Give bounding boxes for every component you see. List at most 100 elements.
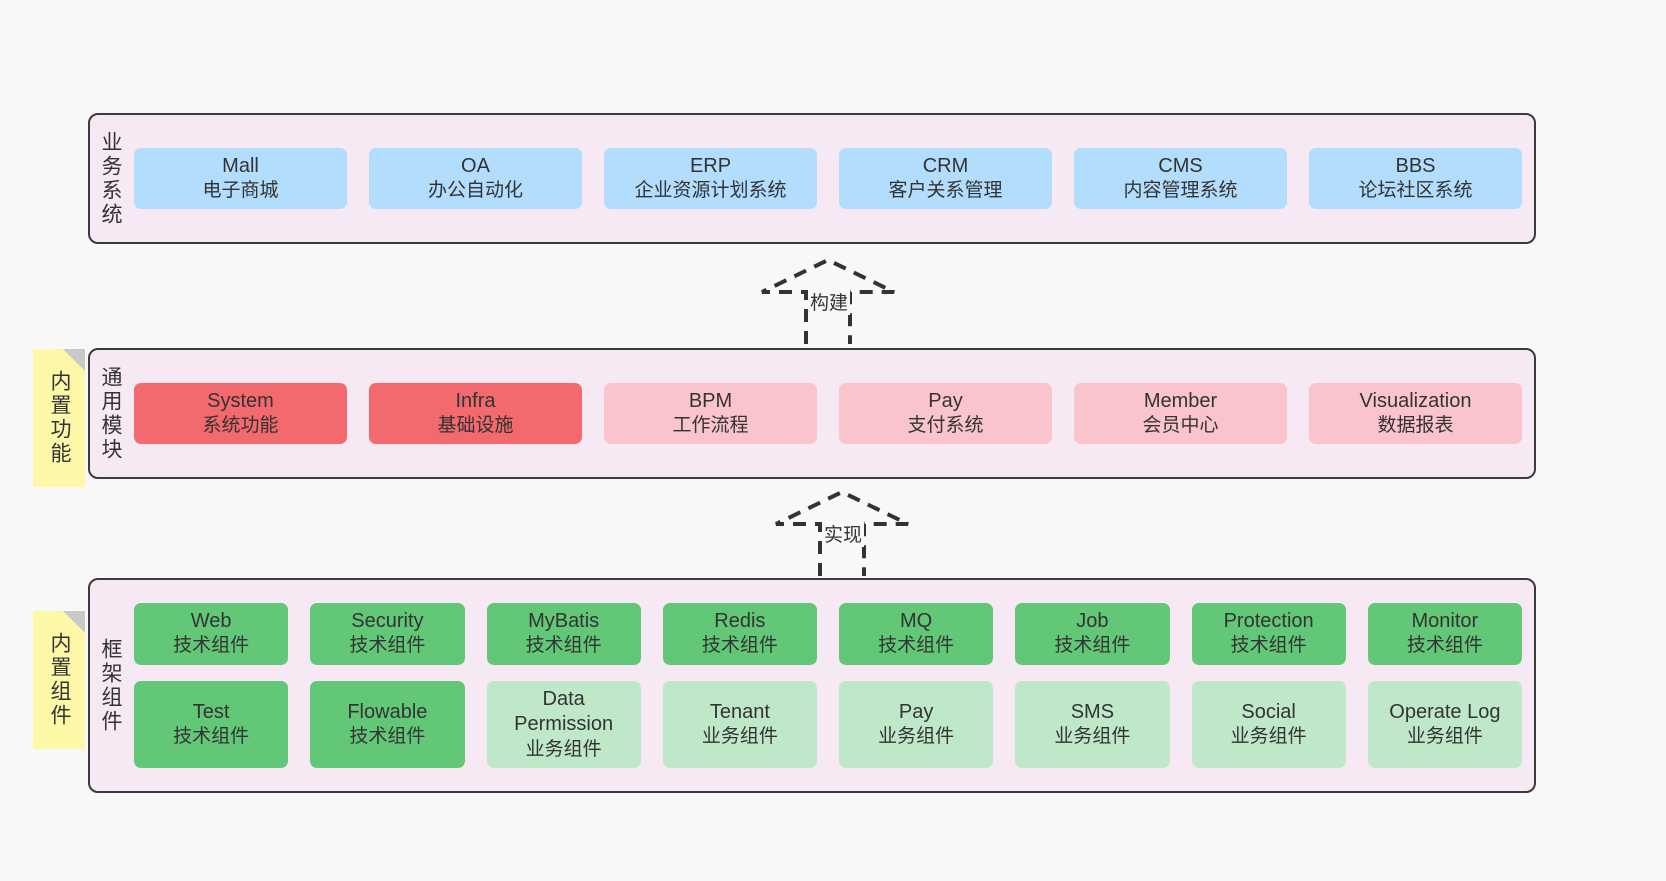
- node-subtitle: 技术组件: [173, 726, 250, 748]
- node-subtitle: 技术组件: [878, 635, 955, 657]
- connector-build: 构建: [756, 257, 900, 344]
- node-subtitle: 技术组件: [1406, 635, 1483, 657]
- node-oa[interactable]: OA 办公自动化: [369, 147, 582, 210]
- node-title: BPM: [688, 389, 733, 412]
- node-subtitle: 系统功能: [202, 415, 279, 437]
- connector-implement: 实现: [770, 489, 914, 576]
- node-subtitle: 论坛社区系统: [1358, 180, 1473, 202]
- node-subtitle: 基础设施: [437, 415, 514, 437]
- node-protection[interactable]: Protection 技术组件: [1191, 602, 1346, 665]
- node-title: Pay: [928, 389, 963, 412]
- node-mybatis[interactable]: MyBatis 技术组件: [486, 602, 641, 665]
- node-redis[interactable]: Redis 技术组件: [662, 602, 817, 665]
- node-title: Infra: [455, 389, 496, 412]
- node-title: ERP: [689, 154, 732, 177]
- layer-title-framework: 框架组件: [99, 637, 123, 734]
- node-subtitle: 客户关系管理: [888, 180, 1003, 202]
- node-tenant[interactable]: Tenant 业务组件: [662, 680, 817, 769]
- node-subtitle: 支付系统: [907, 415, 984, 437]
- node-subtitle: 业务组件: [1230, 726, 1307, 748]
- layer-title-business: 业务系统: [99, 130, 123, 227]
- node-title: OA: [461, 154, 490, 177]
- node-subtitle: 业务组件: [701, 726, 778, 748]
- node-title: System: [207, 389, 274, 412]
- node-visualization[interactable]: Visualization 数据报表: [1309, 382, 1522, 445]
- node-title: CRM: [922, 154, 969, 177]
- node-crm[interactable]: CRM 客户关系管理: [839, 147, 1052, 210]
- node-title: Mall: [222, 154, 259, 177]
- node-bpm[interactable]: BPM 工作流程: [604, 382, 817, 445]
- node-pay-component[interactable]: Pay 业务组件: [839, 680, 994, 769]
- node-subtitle: 技术组件: [1230, 635, 1307, 657]
- node-subtitle: 内容管理系统: [1123, 180, 1238, 202]
- node-subtitle: 技术组件: [173, 635, 250, 657]
- node-title: SMS: [1070, 700, 1115, 723]
- node-title: MQ: [900, 609, 933, 632]
- node-title: Tenant: [709, 700, 770, 723]
- node-subtitle: 工作流程: [672, 415, 749, 437]
- node-title: BBS: [1395, 154, 1436, 177]
- row: System 系统功能 Infra 基础设施 BPM 工作流程 Pay 支付系统…: [134, 382, 1522, 445]
- node-title: Protection: [1223, 609, 1314, 632]
- node-mq[interactable]: MQ 技术组件: [839, 602, 994, 665]
- node-bbs[interactable]: BBS 论坛社区系统: [1309, 147, 1522, 210]
- node-subtitle: 业务组件: [1406, 726, 1483, 748]
- node-data-permission[interactable]: Data Permission 业务组件: [486, 680, 641, 769]
- node-title: Monitor: [1411, 609, 1479, 632]
- note-label: 内置组件: [48, 632, 72, 728]
- node-title: Flowable: [347, 700, 428, 723]
- connector-implement-label: 实现: [822, 520, 865, 547]
- connector-build-label: 构建: [808, 288, 851, 315]
- node-title: Operate Log: [1389, 700, 1501, 723]
- node-social[interactable]: Social 业务组件: [1191, 680, 1346, 769]
- node-pay[interactable]: Pay 支付系统: [839, 382, 1052, 445]
- node-title: Member: [1143, 389, 1218, 412]
- node-subtitle: 电子商城: [202, 180, 279, 202]
- node-erp[interactable]: ERP 企业资源计划系统: [604, 147, 817, 210]
- node-infra[interactable]: Infra 基础设施: [369, 382, 582, 445]
- node-system[interactable]: System 系统功能: [134, 382, 347, 445]
- node-subtitle: 企业资源计划系统: [634, 180, 787, 202]
- node-title: Test: [192, 700, 230, 723]
- node-subtitle: 数据报表: [1377, 415, 1454, 437]
- node-web[interactable]: Web 技术组件: [134, 602, 289, 665]
- node-title: Visualization: [1359, 389, 1472, 412]
- node-title: MyBatis: [528, 609, 600, 632]
- note-builtin-component: 内置组件: [33, 611, 85, 749]
- node-test[interactable]: Test 技术组件: [134, 680, 289, 769]
- node-subtitle: 业务组件: [878, 726, 955, 748]
- note-label: 内置功能: [48, 370, 72, 466]
- node-flowable[interactable]: Flowable 技术组件: [310, 680, 465, 769]
- node-cms[interactable]: CMS 内容管理系统: [1074, 147, 1287, 210]
- node-subtitle: 技术组件: [1054, 635, 1131, 657]
- layer-body-modules: System 系统功能 Infra 基础设施 BPM 工作流程 Pay 支付系统…: [130, 350, 1534, 477]
- node-title: Redis: [714, 609, 766, 632]
- node-title: Pay: [898, 700, 934, 723]
- node-sms[interactable]: SMS 业务组件: [1015, 680, 1170, 769]
- node-title: Job: [1076, 609, 1109, 632]
- node-title: Security: [351, 609, 424, 632]
- node-job[interactable]: Job 技术组件: [1015, 602, 1170, 665]
- node-subtitle: 技术组件: [525, 635, 602, 657]
- node-subtitle: 技术组件: [349, 635, 426, 657]
- node-member[interactable]: Member 会员中心: [1074, 382, 1287, 445]
- node-monitor[interactable]: Monitor 技术组件: [1367, 602, 1522, 665]
- node-subtitle: 业务组件: [1054, 726, 1131, 748]
- node-mall[interactable]: Mall 电子商城: [134, 147, 347, 210]
- node-subtitle: 会员中心: [1142, 415, 1219, 437]
- node-operate-log[interactable]: Operate Log 业务组件: [1367, 680, 1522, 769]
- node-subtitle: 技术组件: [349, 726, 426, 748]
- node-title: CMS: [1158, 154, 1203, 177]
- node-security[interactable]: Security 技术组件: [310, 602, 465, 665]
- layer-body-business: Mall 电子商城 OA 办公自动化 ERP 企业资源计划系统 CRM 客户关系…: [130, 115, 1534, 242]
- node-subtitle: 业务组件: [525, 738, 602, 760]
- node-subtitle: 办公自动化: [427, 180, 523, 202]
- node-title: Web: [190, 609, 232, 632]
- node-title: Social: [1241, 700, 1296, 723]
- layer-title-modules: 通用模块: [99, 365, 123, 462]
- layer-body-framework: Web 技术组件 Security 技术组件 MyBatis 技术组件 Redi…: [130, 580, 1534, 791]
- row: Web 技术组件 Security 技术组件 MyBatis 技术组件 Redi…: [134, 602, 1522, 665]
- layer-common-modules: 通用模块 System 系统功能 Infra 基础设施 BPM 工作流程 Pay…: [88, 348, 1536, 479]
- row: Test 技术组件 Flowable 技术组件 Data Permission …: [134, 680, 1522, 769]
